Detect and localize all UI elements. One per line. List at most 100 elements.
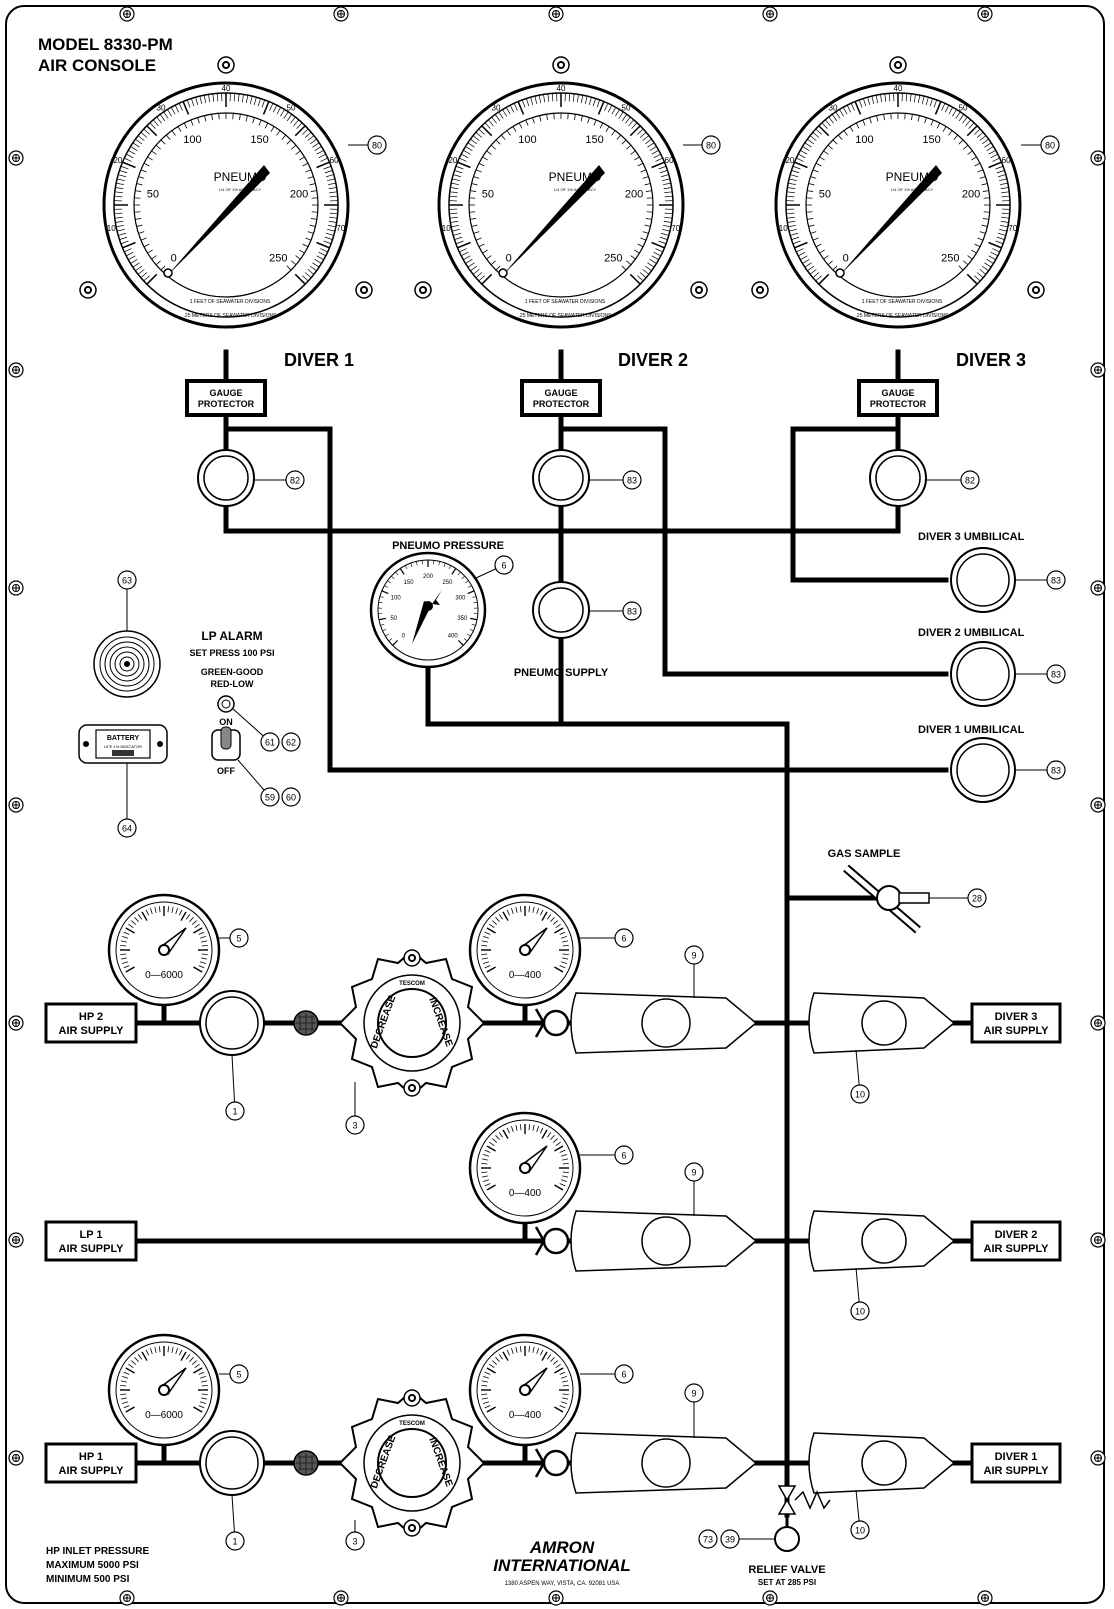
gauge-tick	[459, 248, 467, 253]
gauge-tick	[584, 96, 588, 104]
svg-text:GAUGE: GAUGE	[544, 388, 577, 398]
gauge-tick-inner	[963, 260, 969, 266]
supply-gauge-tick	[150, 908, 153, 914]
supply-gauge-tick	[498, 1354, 503, 1360]
gauge-tick-inner	[630, 150, 636, 155]
callout-number: 6	[621, 1370, 626, 1380]
gauge-tick	[269, 103, 274, 111]
gauge-tick	[988, 241, 1002, 249]
supply-gauge-tick	[131, 920, 137, 925]
gauge-tick	[329, 191, 338, 194]
gauge-tick	[276, 107, 282, 115]
gauge-tick	[329, 212, 338, 215]
gauge-tick	[968, 122, 975, 129]
gauge-psi-tick-label: 50	[819, 188, 831, 200]
pp-tick	[410, 562, 413, 567]
gauge-tick	[637, 128, 644, 135]
gauge-fsw-tick-label: 70	[1008, 224, 1017, 233]
supply-gauge-tick	[145, 909, 149, 916]
gauge-tick	[182, 101, 190, 115]
pp-tick	[469, 628, 474, 632]
gauge-psi-tick-label: 200	[290, 188, 308, 200]
gauge-tick	[1000, 187, 1009, 190]
gauge-tick	[452, 228, 460, 232]
gauge-tick	[664, 191, 673, 194]
gauge-tick	[955, 111, 961, 119]
gauge-tick-inner	[478, 162, 485, 167]
gauge-tick	[913, 94, 916, 103]
svg-text:AIR SUPPLY: AIR SUPPLY	[58, 1465, 124, 1477]
supply-gauge-tick	[481, 1380, 488, 1383]
gauge-tick	[312, 262, 320, 268]
gauge-tick	[875, 95, 879, 104]
supply-gauge: 0—400	[468, 1111, 582, 1225]
gauge-tick	[572, 93, 575, 102]
supply-gauge-tick	[540, 1349, 544, 1356]
supply-gauge-tick	[562, 1175, 569, 1178]
gauge-tick-inner	[147, 156, 153, 161]
gauge-tick	[294, 125, 306, 137]
pneumo-supply-valve[interactable]	[532, 581, 590, 639]
callout-number: 10	[855, 1090, 865, 1100]
gauge-tick-inner	[495, 139, 501, 145]
gauge-tick	[286, 114, 293, 122]
gauge-tick	[459, 157, 467, 162]
gauge-tick-inner	[640, 237, 647, 241]
gauge-tick-inner	[626, 260, 632, 266]
title-line1: MODEL 8330-PM	[38, 35, 173, 54]
supply-gauge-tick	[193, 927, 203, 934]
regulators[interactable]: DECREASE INCREASE TESCOM DECREASE INCREA…	[339, 949, 485, 1537]
gauge-tick	[664, 195, 673, 198]
gauge-tick	[233, 93, 236, 102]
gauge-tick	[812, 131, 820, 138]
gauge-tick	[596, 99, 601, 108]
gauge-tick	[809, 135, 817, 141]
gauge-tick-inner	[486, 150, 492, 155]
supply-gauge-tick	[562, 1393, 569, 1395]
callout-number: 3	[352, 1537, 357, 1547]
supply-gauge-tick	[125, 927, 135, 934]
gauge-tick	[470, 138, 478, 145]
gauge-tick-inner	[307, 176, 314, 179]
supply-gauge-tick	[141, 1351, 148, 1361]
gauge-tick	[792, 165, 801, 170]
gauge-tick	[787, 220, 796, 223]
gauge-tick	[309, 265, 317, 272]
gauge-tick-inner	[136, 224, 143, 227]
gauge-tick-inner	[473, 231, 480, 234]
supply-gauge-tick	[484, 1371, 491, 1375]
gauge-tick	[787, 187, 796, 190]
gauge-tick	[449, 216, 458, 219]
gauge-tick-inner	[974, 162, 981, 167]
gauge-tick-inner	[160, 139, 166, 145]
relief-valve: RELIEF VALVE SET AT 285 PSI	[748, 1485, 831, 1587]
supply-gauge-tick	[122, 1401, 128, 1404]
gauge-tick	[538, 95, 542, 104]
gauge-tick	[966, 273, 978, 285]
callout-number: 73	[703, 1535, 713, 1545]
gauge-tick	[475, 131, 483, 138]
supply-gauge-tick	[562, 1385, 569, 1387]
gauge-tick-inner	[979, 176, 986, 179]
gauge-tick	[140, 272, 148, 279]
gas-sample-valve[interactable]: GAS SAMPLE	[828, 848, 930, 934]
supply-gauge-tick	[175, 908, 178, 914]
pp-tick	[385, 633, 389, 637]
gauge-tick	[651, 161, 665, 169]
gauge-tick	[649, 146, 657, 151]
callout-bubble	[622, 601, 642, 621]
supply-gauge-tick	[200, 936, 206, 939]
callout-bubble	[701, 135, 721, 155]
gauge-tick	[815, 128, 822, 135]
callout-number: 80	[706, 141, 716, 151]
supply-gauge-tick	[498, 914, 503, 920]
supply-gauge-tick	[180, 1351, 187, 1361]
gauge-tick-inner	[286, 265, 292, 271]
gauge-tick-inner	[630, 255, 636, 260]
supply-gauge-tick	[481, 957, 488, 960]
gauge-tick	[807, 265, 815, 272]
gauge-tick-inner	[286, 139, 292, 145]
gauge-tick-inner	[971, 156, 977, 161]
